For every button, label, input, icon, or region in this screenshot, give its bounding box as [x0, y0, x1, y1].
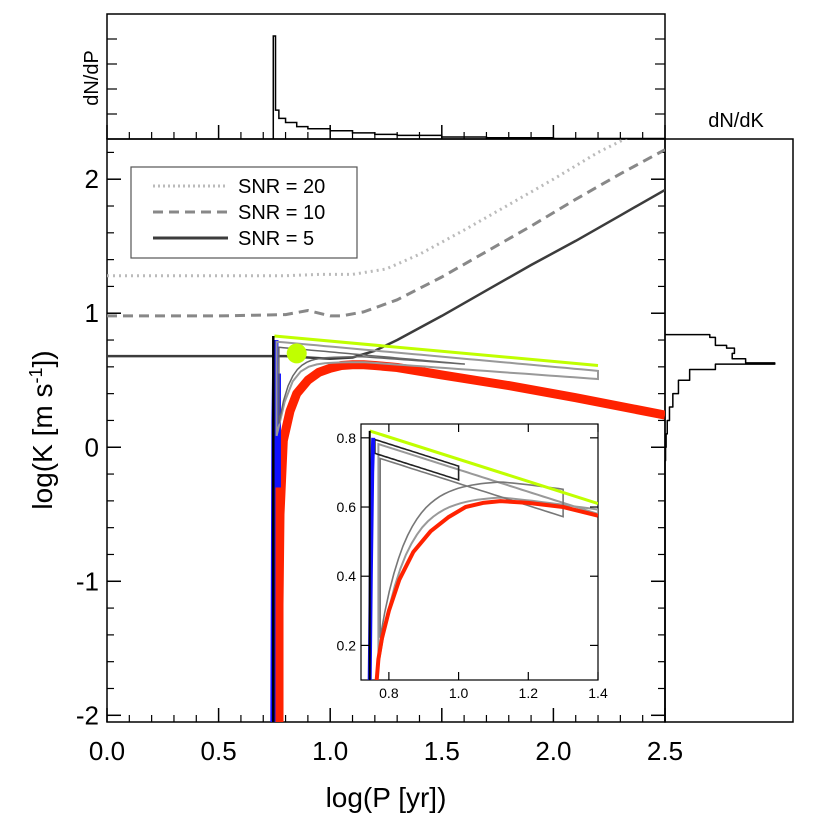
right-histogram-label: dN/dK	[708, 110, 764, 132]
y-axis-title-end: ])	[27, 350, 58, 367]
y-tick-label: 2	[85, 164, 99, 194]
x-axis-title: log(P [yr])	[326, 782, 447, 813]
snr10-curve	[107, 148, 665, 318]
inset-contour-dark	[374, 438, 460, 482]
y-tick-label: -1	[76, 566, 99, 596]
x-tick-label: 1.5	[424, 736, 460, 766]
legend-box	[130, 166, 358, 259]
x-tick-label: 1.0	[312, 736, 348, 766]
inset-y-tick-label: 0.8	[337, 430, 357, 446]
y-tick-label: 1	[85, 298, 99, 328]
legend-label-snr20: SNR = 20	[238, 176, 325, 198]
inset-y-tick-label: 0.4	[337, 568, 357, 584]
highlight-marker	[286, 343, 307, 364]
inset-y-tick-label: 0.6	[337, 499, 357, 515]
inset-upper-envelope	[369, 429, 598, 506]
inset-background	[360, 423, 599, 681]
amplitude-distribution	[664, 333, 776, 722]
x-tick-label: 2.0	[535, 736, 571, 766]
inset-x-tick-label: 1.4	[588, 685, 608, 701]
period-distribution	[272, 35, 666, 140]
y-axis-title-sup: -1	[26, 368, 46, 384]
top-histogram-label: dN/dP	[81, 50, 103, 106]
legend-label-snr10: SNR = 10	[238, 202, 325, 224]
inset-contour-outer	[377, 442, 598, 665]
legend: SNR = 20 SNR = 10 SNR = 5	[130, 166, 358, 259]
detection-contours	[275, 340, 599, 437]
inset-axis-ticks: 0.8 1.0 1.2 1.4 0.2 0.4 0.6 0.8	[337, 424, 608, 701]
lower-envelope-curve	[273, 360, 665, 722]
legend-label-snr5: SNR = 5	[238, 228, 314, 250]
right-histogram-frame	[664, 138, 794, 723]
red-spike	[275, 487, 284, 722]
inset-x-tick-label: 0.8	[379, 685, 399, 701]
inset-lower-envelope	[374, 499, 598, 680]
top-histogram	[272, 35, 666, 140]
upper-envelope-curve	[274, 334, 599, 367]
top-histogram-frame	[106, 13, 666, 140]
x-tick-label: 0.5	[201, 736, 237, 766]
right-histogram	[664, 333, 776, 722]
x-tick-label: 0.0	[89, 736, 125, 766]
inset-curves	[367, 429, 598, 680]
top-histogram-ticks	[107, 38, 665, 115]
inset-contour-mid	[379, 457, 564, 638]
inset-x-tick-label: 1.2	[519, 685, 539, 701]
main-axis-ticks: 0.0 0.5 1.0 1.5 2.0 2.5 -2 -1 0 1 2	[76, 125, 683, 766]
contour-outer	[275, 340, 599, 437]
y-tick-label: -2	[76, 700, 99, 730]
inset-x-tick-label: 1.0	[449, 685, 469, 701]
inset-y-tick-label: 0.2	[337, 637, 357, 653]
x-tick-label: 2.5	[647, 736, 683, 766]
y-axis-title: log(K [m s-1])	[26, 350, 58, 509]
y-tick-label: 0	[85, 432, 99, 462]
y-axis-title-main: log(K [m s	[27, 384, 58, 510]
inset-contours	[374, 438, 598, 665]
contour-inner	[278, 346, 465, 424]
